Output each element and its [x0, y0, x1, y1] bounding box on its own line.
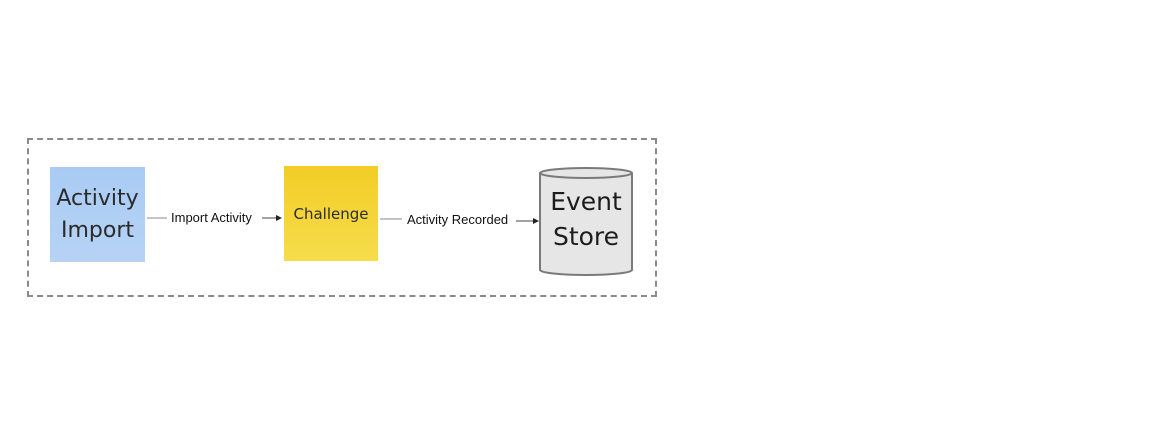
event-store-label-line1: Event	[550, 187, 622, 216]
event-store-cylinder[interactable]	[539, 167, 633, 276]
challenge-sticky[interactable]: Challenge	[284, 166, 378, 268]
challenge-label: Challenge	[293, 204, 369, 223]
event-store-label-line2: Store	[552, 222, 620, 251]
event-store-cylinder-body	[539, 173, 633, 276]
edge-label-import-activity: Import Activity	[169, 210, 254, 225]
edge-label-activity-recorded: Activity Recorded	[405, 212, 511, 227]
event-store-cylinder-top	[539, 167, 633, 179]
activity-import-label: Activity Import	[56, 185, 139, 243]
event-store-label: Event Store	[540, 184, 632, 254]
activity-import-sticky[interactable]: Activity Import	[50, 167, 145, 269]
bounded-context-boundary	[27, 138, 657, 297]
